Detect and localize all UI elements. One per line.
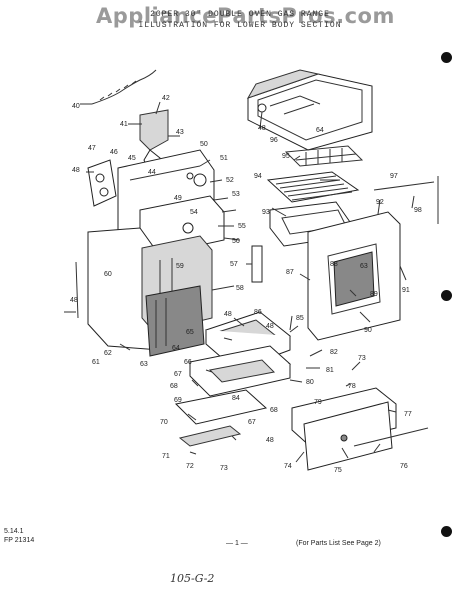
callout-49: 49 bbox=[174, 195, 182, 202]
callout-79: 79 bbox=[314, 399, 322, 406]
callout-78: 78 bbox=[348, 383, 356, 390]
callout-95: 95 bbox=[282, 153, 290, 160]
callout-86: 86 bbox=[254, 309, 262, 316]
callout-40: 40 bbox=[72, 103, 80, 110]
binder-hole-top bbox=[441, 52, 452, 63]
callout-43: 43 bbox=[176, 129, 184, 136]
callout-82: 82 bbox=[330, 349, 338, 356]
callout-55: 55 bbox=[238, 223, 246, 230]
callout-64-a: 64 bbox=[172, 345, 180, 352]
part-door-rod bbox=[373, 181, 435, 191]
handwritten-note: 105-G-2 bbox=[170, 572, 215, 585]
callout-62: 62 bbox=[104, 350, 112, 357]
callout-45: 45 bbox=[128, 155, 136, 162]
callout-75: 75 bbox=[334, 467, 342, 474]
callout-96: 96 bbox=[270, 137, 278, 144]
callout-46: 46 bbox=[110, 149, 118, 156]
callout-84: 84 bbox=[232, 395, 240, 402]
callout-48-a: 48 bbox=[72, 167, 80, 174]
callout-42: 42 bbox=[162, 95, 170, 102]
callout-90: 90 bbox=[364, 327, 372, 334]
part-wire-harness bbox=[91, 69, 157, 105]
callout-73-a: 73 bbox=[220, 465, 228, 472]
callout-76: 76 bbox=[400, 463, 408, 470]
callout-59: 59 bbox=[176, 263, 184, 270]
callout-48-e: 48 bbox=[266, 437, 274, 444]
binder-hole-bottom bbox=[441, 526, 452, 537]
callout-56: 56 bbox=[232, 238, 240, 245]
callout-57: 57 bbox=[230, 261, 238, 268]
callout-48-c: 48 bbox=[224, 311, 232, 318]
callout-63-a: 63 bbox=[140, 361, 148, 368]
part-oven-rack bbox=[284, 145, 364, 167]
callout-89: 89 bbox=[370, 291, 378, 298]
callout-88: 88 bbox=[330, 261, 338, 268]
callout-54: 54 bbox=[190, 209, 198, 216]
part-lower-inner-panel bbox=[145, 285, 205, 357]
part-broil-pan bbox=[266, 171, 360, 203]
callout-91: 91 bbox=[402, 287, 410, 294]
callout-74: 74 bbox=[284, 463, 292, 470]
callout-85: 85 bbox=[296, 315, 304, 322]
callout-48-d: 48 bbox=[258, 125, 266, 132]
callout-87: 87 bbox=[286, 269, 294, 276]
callout-60: 60 bbox=[104, 271, 112, 278]
callout-73-b: 73 bbox=[358, 355, 366, 362]
callout-63-b: 63 bbox=[360, 263, 368, 270]
callout-58: 58 bbox=[236, 285, 244, 292]
diagram-subtitle: ILLUSTRATION FOR LOWER BODY SECTION bbox=[138, 21, 342, 30]
callout-81: 81 bbox=[326, 367, 334, 374]
footer-parts-note: (For Parts List See Page 2) bbox=[296, 540, 381, 547]
callout-98: 98 bbox=[414, 207, 422, 214]
callout-52: 52 bbox=[226, 177, 234, 184]
binder-hole-middle bbox=[441, 290, 452, 301]
part-oven-door bbox=[307, 211, 401, 341]
callout-72: 72 bbox=[186, 463, 194, 470]
callout-44: 44 bbox=[148, 169, 156, 176]
part-drip-pan bbox=[174, 389, 268, 425]
callout-92: 92 bbox=[376, 199, 384, 206]
part-storage-drawer bbox=[291, 387, 429, 471]
callout-47: 47 bbox=[88, 145, 96, 152]
part-valve-panel bbox=[87, 159, 117, 207]
callout-71: 71 bbox=[162, 453, 170, 460]
part-kick-plate bbox=[178, 425, 242, 447]
callout-53: 53 bbox=[232, 191, 240, 198]
callout-50: 50 bbox=[200, 141, 208, 148]
callout-labels: 40 41 42 43 44 45 46 47 48 48 48 48 48 4… bbox=[70, 95, 422, 474]
callout-65: 65 bbox=[186, 329, 194, 336]
callout-64-b: 64 bbox=[316, 127, 324, 134]
diagram-title: 20PER 30" DOUBLE OVEN GAS RANGE bbox=[150, 10, 330, 19]
leader-lines bbox=[64, 101, 415, 463]
callout-97: 97 bbox=[390, 173, 398, 180]
callout-69: 69 bbox=[174, 397, 182, 404]
callout-67-a: 67 bbox=[174, 371, 182, 378]
callout-77: 77 bbox=[404, 411, 412, 418]
callout-67-b: 67 bbox=[248, 419, 256, 426]
part-bracket bbox=[251, 245, 263, 283]
callout-93: 93 bbox=[262, 209, 270, 216]
callout-70: 70 bbox=[160, 419, 168, 426]
callout-68-b: 68 bbox=[270, 407, 278, 414]
part-screw bbox=[289, 325, 299, 333]
part-lower-burner-tray bbox=[188, 345, 292, 397]
callout-61: 61 bbox=[92, 359, 100, 366]
callout-68-a: 68 bbox=[170, 383, 178, 390]
watermark: AppliancePartsPros.com bbox=[96, 4, 395, 28]
callout-48-b: 48 bbox=[70, 297, 78, 304]
callout-94: 94 bbox=[254, 173, 262, 180]
footer-code-1: 5.14.1 bbox=[4, 528, 24, 535]
footer-code-2: FP 21314 bbox=[4, 537, 35, 544]
footer-page-number: — 1 — bbox=[226, 540, 248, 547]
part-cooktop bbox=[246, 69, 373, 151]
callout-41: 41 bbox=[120, 121, 128, 128]
callout-51: 51 bbox=[220, 155, 228, 162]
callout-80: 80 bbox=[306, 379, 314, 386]
callout-48-f: 48 bbox=[266, 323, 274, 330]
callout-66: 66 bbox=[184, 359, 192, 366]
